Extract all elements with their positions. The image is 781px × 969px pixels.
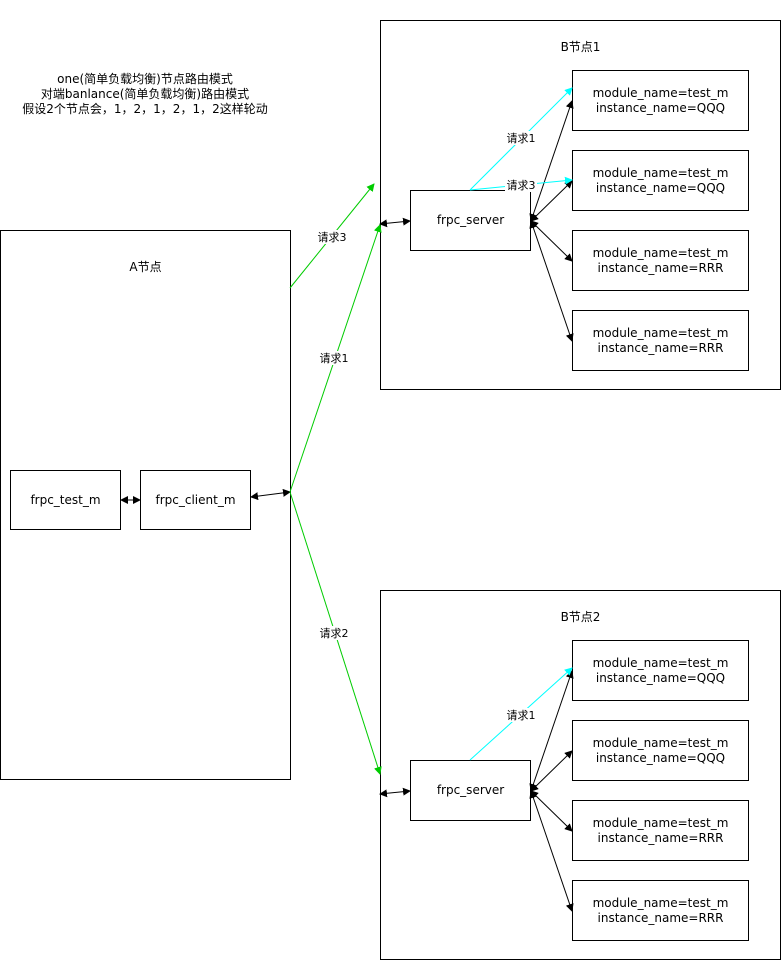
frpc-test-m-box[interactable]: frpc_test_m <box>10 470 121 530</box>
b2-service-2-module: module_name=test_m <box>592 735 729 750</box>
edge-b2-entry <box>379 787 411 798</box>
edge-b1-svc-4 <box>529 220 574 342</box>
frpc-client-m-label: frpc_client_m <box>155 492 236 507</box>
note-line-1: one(简单负载均衡)节点路由模式 <box>57 72 233 86</box>
b1-frpc-server-label: frpc_server <box>436 213 505 227</box>
edge-b1-entry <box>379 217 411 228</box>
b2-frpc-server-label: frpc_server <box>436 783 505 797</box>
routing-note: one(简单负载均衡)节点路由模式 对端banlance(简单负载均衡)路由模式… <box>0 72 290 117</box>
node-b1-title: B节点1 <box>560 40 601 54</box>
label-b1-request-1: 请求1 <box>507 132 536 145</box>
label-request-2: 请求2 <box>320 627 349 640</box>
b2-service-box-2[interactable]: module_name=test_m instance_name=QQQ <box>572 720 749 781</box>
node-a-title: A节点 <box>129 260 162 274</box>
label-request-3: 请求3 <box>318 231 347 244</box>
b2-frpc-server-box[interactable]: frpc_server <box>410 760 531 821</box>
b1-service-4-module: module_name=test_m <box>592 325 729 340</box>
b2-service-3-instance: instance_name=RRR <box>597 830 724 845</box>
b2-service-4-module: module_name=test_m <box>592 895 729 910</box>
edge-b2-svc-4 <box>529 790 574 912</box>
b1-frpc-server-box[interactable]: frpc_server <box>410 190 531 251</box>
b2-service-box-4[interactable]: module_name=test_m instance_name=RRR <box>572 880 749 941</box>
edge-client-to-hub <box>250 488 291 501</box>
note-line-2: 对端banlance(简单负载均衡)路由模式 <box>40 87 250 101</box>
b1-service-2-instance: instance_name=QQQ <box>595 180 726 195</box>
edge-b1-svc-3 <box>530 220 573 262</box>
b1-service-box-4[interactable]: module_name=test_m instance_name=RRR <box>572 310 749 371</box>
edge-b2-svc-3 <box>530 790 573 832</box>
b2-service-3-module: module_name=test_m <box>592 815 729 830</box>
node-b2-title: B节点2 <box>560 610 601 624</box>
edge-b2-svc-1 <box>529 670 574 792</box>
b1-service-1-module: module_name=test_m <box>592 85 729 100</box>
label-b1-request-3: 请求3 <box>507 179 536 192</box>
frpc-client-m-box[interactable]: frpc_client_m <box>140 470 251 530</box>
b2-service-4-instance: instance_name=RRR <box>597 910 724 925</box>
b1-service-3-instance: instance_name=RRR <box>597 260 724 275</box>
b2-service-1-instance: instance_name=QQQ <box>595 670 726 685</box>
b1-service-2-module: module_name=test_m <box>592 165 729 180</box>
edge-b2-svc-2 <box>530 750 573 792</box>
b1-service-box-3[interactable]: module_name=test_m instance_name=RRR <box>572 230 749 291</box>
b2-service-box-1[interactable]: module_name=test_m instance_name=QQQ <box>572 640 749 701</box>
b1-service-3-module: module_name=test_m <box>592 245 729 260</box>
b2-service-2-instance: instance_name=QQQ <box>595 750 726 765</box>
edge-b1-svc-2 <box>530 180 573 222</box>
frpc-test-m-label: frpc_test_m <box>30 492 101 507</box>
b1-service-box-1[interactable]: module_name=test_m instance_name=QQQ <box>572 70 749 131</box>
b1-service-1-instance: instance_name=QQQ <box>595 100 726 115</box>
b2-service-1-module: module_name=test_m <box>592 655 729 670</box>
label-b2-request-1: 请求1 <box>507 709 536 722</box>
b1-service-4-instance: instance_name=RRR <box>597 340 724 355</box>
edge-b1-svc-1 <box>529 100 574 222</box>
label-request-1: 请求1 <box>320 352 349 365</box>
note-line-3: 假设2个节点会，1，2，1，2，1，2这样轮动 <box>22 102 268 116</box>
b2-service-box-3[interactable]: module_name=test_m instance_name=RRR <box>572 800 749 861</box>
